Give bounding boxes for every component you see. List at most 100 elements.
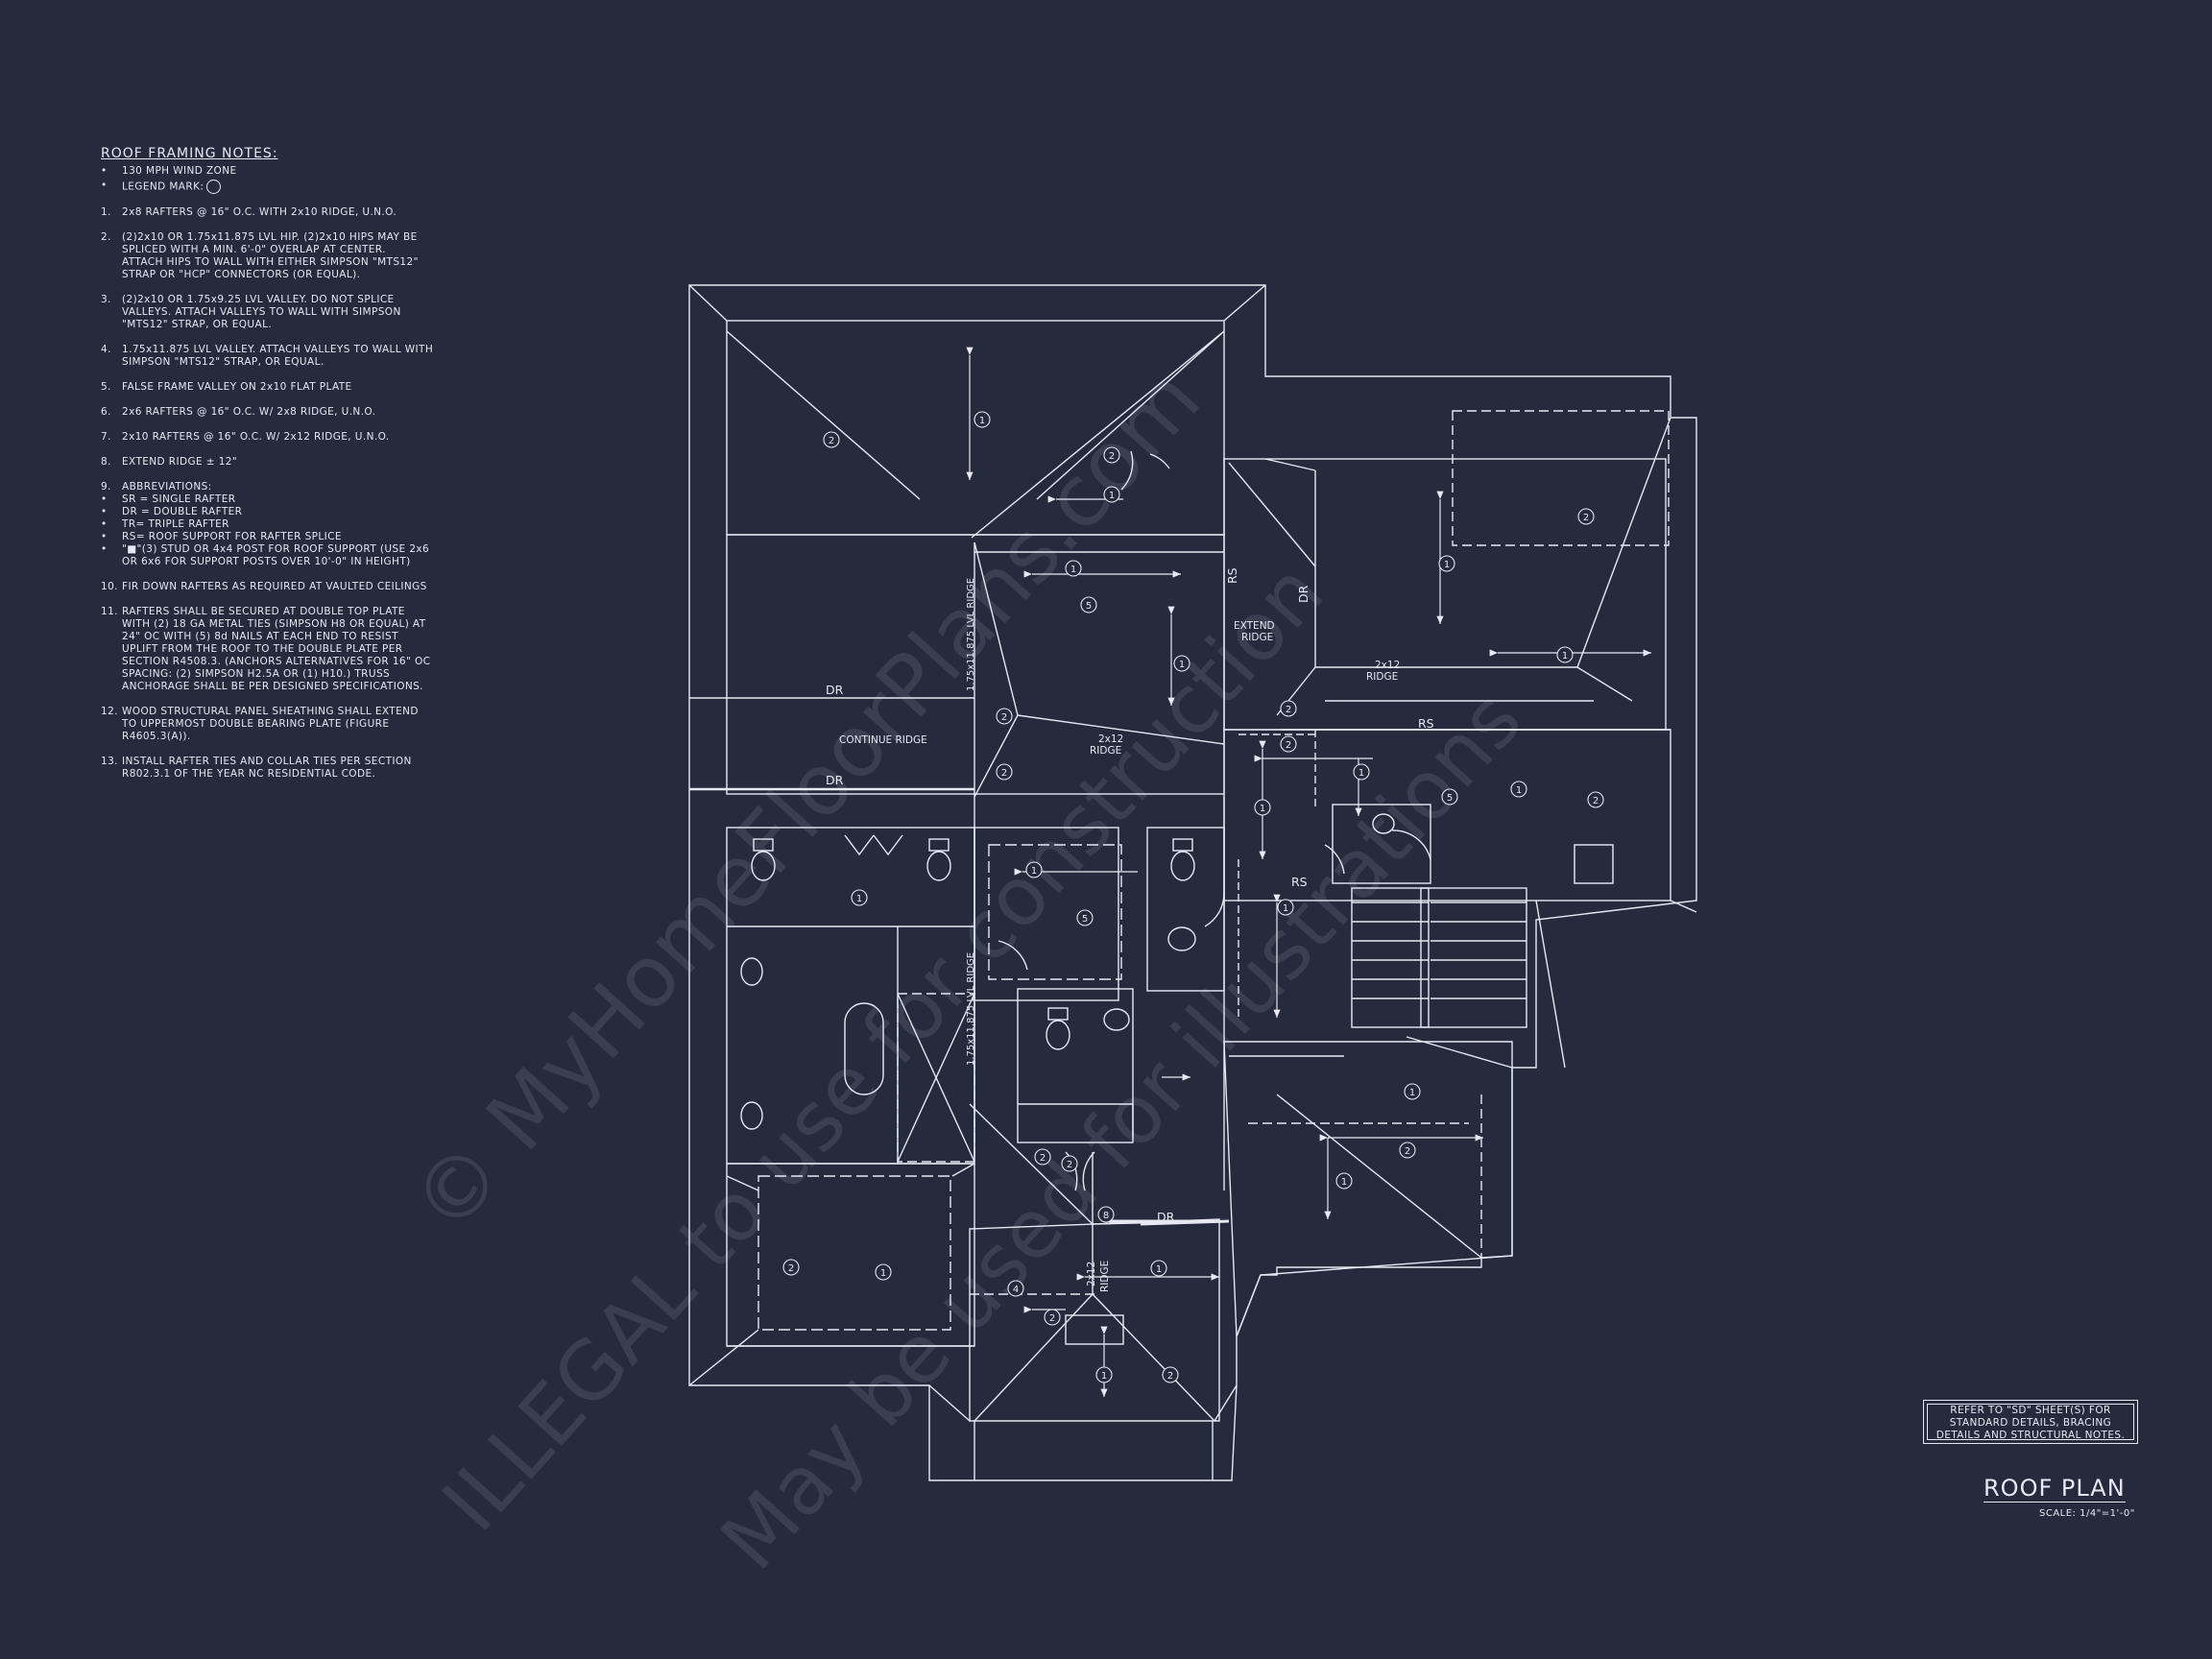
note-number: 8. [101, 456, 111, 468]
mark-label: 2 [788, 1263, 794, 1274]
ridge-label: RIDGE [1366, 671, 1398, 683]
mark-5-icon: 5 [1076, 909, 1094, 926]
mark-2-icon: 2 [782, 1259, 800, 1276]
mark-label: 1 [1031, 866, 1037, 877]
mark-5-icon: 5 [1080, 596, 1097, 613]
mark-label: 2 [1286, 740, 1291, 751]
mark-label: 2 [1001, 768, 1007, 779]
mark-1-icon: 1 [974, 411, 991, 428]
mark-label: 4 [1013, 1285, 1019, 1295]
note-text: 2x6 RAFTERS @ 16" O.C. W/ 2x8 RIDGE, U.N… [122, 406, 376, 418]
note-number: 13. [101, 756, 118, 767]
abbreviation-item: •SR = SINGLE RAFTER [101, 493, 236, 505]
mark-label: 5 [1086, 601, 1092, 612]
mark-4-icon: 4 [1007, 1280, 1024, 1297]
note-item: 11.RAFTERS SHALL BE SECURED AT DOUBLE TO… [101, 606, 504, 693]
note-text: 1.75x11.875 LVL VALLEY. ATTACH VALLEYS T… [122, 344, 434, 368]
mark-5-icon: 5 [1441, 788, 1458, 805]
mark-label: 8 [1103, 1211, 1109, 1221]
rs-label: RS [1225, 567, 1239, 584]
lvl-ridge-label: 1.75x11.875 LVL RIDGE [966, 952, 976, 1066]
mark-8-icon: 8 [1097, 1206, 1115, 1223]
note-text: 2x8 RAFTERS @ 16" O.C. WITH 2x10 RIDGE, … [122, 206, 397, 218]
continue-ridge-label: CONTINUE RIDGE [839, 734, 927, 746]
roof-eave-outline [688, 284, 1697, 1481]
mark-1-icon: 1 [1404, 1083, 1421, 1100]
note-number: 5. [101, 381, 111, 393]
note-item: 9.ABBREVIATIONS:•SR = SINGLE RAFTER•DR =… [101, 481, 504, 568]
note-number: 3. [101, 294, 111, 305]
note-item: 5.FALSE FRAME VALLEY ON 2x10 FLAT PLATE [101, 381, 504, 394]
mark-label: 1 [880, 1268, 886, 1279]
dr-label: DR [826, 773, 844, 787]
note-number: 9. [101, 481, 111, 493]
mark-label: 1 [1179, 660, 1185, 670]
rs-label: RS [1418, 716, 1434, 731]
mark-2-icon: 2 [1061, 1155, 1078, 1172]
mark-label: 1 [1101, 1371, 1107, 1382]
abbreviation-item: •"■"(3) STUD OR 4x4 POST FOR ROOF SUPPOR… [101, 543, 430, 567]
mark-2-icon: 2 [1034, 1148, 1051, 1166]
ridge-size-label: 2x12 [1086, 1262, 1097, 1286]
rs-label: RS [1291, 875, 1308, 889]
note-bullet-text: LEGEND MARK: [122, 180, 204, 193]
mark-2-icon: 2 [996, 708, 1013, 725]
ridge-size-label: 2x12 [1375, 660, 1400, 671]
ridge-label: RIDGE [1099, 1261, 1111, 1292]
note-item: 7.2x10 RAFTERS @ 16" O.C. W/ 2x12 RIDGE,… [101, 431, 504, 444]
mark-label: 1 [1341, 1177, 1347, 1188]
mark-label: 1 [1070, 565, 1076, 575]
rafter-arrows [966, 347, 1651, 1397]
mark-2-icon: 2 [1587, 791, 1604, 808]
note-bullet-text: 130 MPH WIND ZONE [122, 165, 237, 177]
note-number: 12. [101, 706, 118, 717]
notes-list: 1.2x8 RAFTERS @ 16" O.C. WITH 2x10 RIDGE… [101, 206, 504, 781]
mark-label: 1 [979, 416, 985, 426]
note-text: FIR DOWN RAFTERS AS REQUIRED AT VAULTED … [122, 581, 427, 592]
note-bullet: • LEGEND MARK: [101, 180, 504, 194]
mark-label: 2 [1167, 1371, 1173, 1382]
note-item: 2.(2)2x10 OR 1.75x11.875 LVL HIP. (2)2x1… [101, 231, 504, 281]
abbreviation-item: •DR = DOUBLE RAFTER [101, 506, 243, 517]
ridge-label: RIDGE [1090, 745, 1121, 757]
dr-label: DR [826, 683, 844, 697]
mark-label: 2 [829, 436, 834, 446]
lvl-ridge-label: 1.75x11.875 LVL RIDGE [966, 578, 976, 691]
mark-label: 1 [1358, 768, 1364, 779]
mark-label: 2 [1405, 1146, 1410, 1157]
mark-2-icon: 2 [996, 763, 1013, 781]
note-item: 6. 2x6 RAFTERS @ 16" O.C. W/ 2x8 RIDGE, U… [101, 406, 504, 419]
mark-1-icon: 1 [1438, 555, 1455, 572]
sheet-scale: SCALE: 1/4"=1'-0" [2039, 1508, 2135, 1519]
mark-label: 1 [856, 894, 862, 904]
mark-1-icon: 1 [1173, 655, 1190, 672]
ridge-size-label: 2x12 [1098, 733, 1123, 745]
mark-1-icon: 1 [851, 889, 868, 906]
mark-2-icon: 2 [1280, 700, 1297, 717]
note-text: 2x10 RAFTERS @ 16" O.C. W/ 2x12 RIDGE, U… [122, 431, 390, 443]
mark-label: 2 [1583, 513, 1589, 523]
mark-1-icon: 1 [1065, 560, 1082, 577]
sheet-title: ROOF PLAN [1984, 1475, 2126, 1503]
mark-1-icon: 1 [1335, 1172, 1353, 1190]
mark-2-icon: 2 [1577, 508, 1595, 525]
mark-2-icon: 2 [1280, 735, 1297, 753]
note-item: 10. FIR DOWN RAFTERS AS REQUIRED AT VAULT… [101, 581, 504, 593]
mark-1-icon: 1 [1277, 899, 1294, 916]
mark-1-icon: 1 [1103, 486, 1120, 503]
note-bullet: • 130 MPH WIND ZONE [101, 165, 504, 178]
mark-label: 5 [1082, 914, 1088, 925]
note-item: 4.1.75x11.875 LVL VALLEY. ATTACH VALLEYS… [101, 344, 504, 369]
mark-label: 2 [1286, 705, 1291, 715]
mark-1-icon: 1 [1353, 763, 1370, 781]
dr-label: DR [1157, 1210, 1175, 1224]
mark-label: 1 [1109, 491, 1115, 501]
note-number: 6. [101, 406, 111, 418]
abbreviation-item: •RS= ROOF SUPPORT FOR RAFTER SPLICE [101, 531, 342, 542]
note-number: 10. [101, 581, 118, 592]
roof-framing-notes: ROOF FRAMING NOTES: • 130 MPH WIND ZONE … [101, 147, 504, 793]
